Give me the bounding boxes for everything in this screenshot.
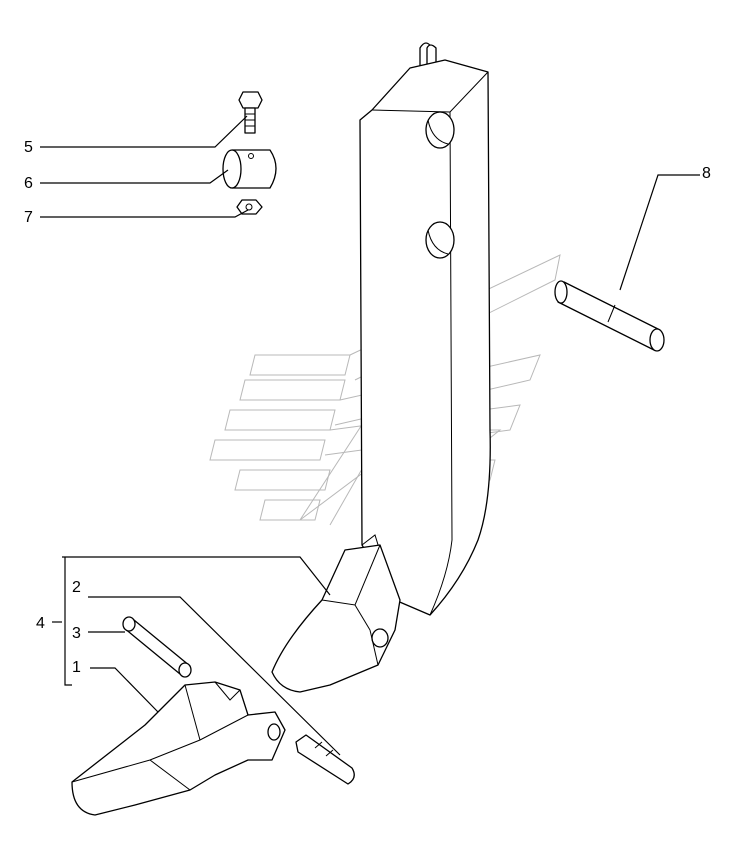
retainer-pin [122,616,192,678]
tooth-pin [295,734,355,785]
callout-4: 4 [36,615,45,632]
callout-7: 7 [24,209,33,226]
mounted-tooth [271,544,401,693]
callout-3: 3 [72,625,81,642]
ripper-tooth [71,681,286,816]
leader-lines [40,115,700,756]
callout-labels: 5 6 7 8 4 2 3 1 [24,139,711,676]
callout-6: 6 [24,175,33,192]
bushing [222,149,277,189]
shank-pin [554,280,665,352]
ripper-shank [359,59,491,616]
callout-8: 8 [702,165,711,182]
callout-1: 1 [72,659,81,676]
nut [236,199,263,215]
callout-2: 2 [72,579,81,596]
callout-5: 5 [24,139,33,156]
bolt [238,91,263,134]
